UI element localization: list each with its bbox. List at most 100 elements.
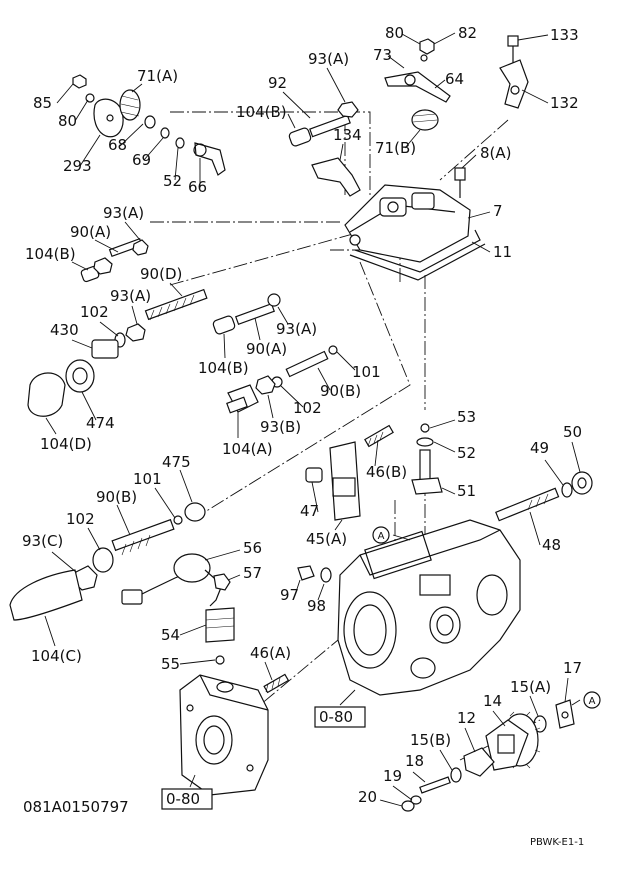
part-label-430: 430 — [50, 321, 79, 339]
governor-cover — [344, 167, 486, 281]
part-label-48: 48 — [542, 536, 561, 554]
part-label-8a: 8(A) — [480, 144, 512, 162]
part-label-104b-3: 104(B) — [198, 359, 249, 377]
part-label-97: 97 — [280, 586, 299, 604]
governor-lever-cluster — [72, 74, 226, 176]
part-label-93b: 93(B) — [260, 418, 301, 436]
reference-marker-label: A — [378, 531, 385, 542]
part-label-101-2: 101 — [133, 470, 162, 488]
reference-box-frame — [314, 706, 366, 728]
part-label-45a: 45(A) — [306, 530, 347, 548]
part-label-68: 68 — [108, 136, 127, 154]
part-label-93a-3: 93(A) — [110, 287, 151, 305]
reference-box-label: 0-80 — [166, 790, 200, 808]
part-label-56: 56 — [243, 539, 262, 557]
plug-cluster — [297, 565, 332, 583]
bracket-cluster — [305, 424, 394, 521]
lower-left-screw-cluster — [9, 502, 206, 621]
part-label-69: 69 — [132, 151, 151, 169]
part-label-90b-1: 90(B) — [320, 382, 361, 400]
part-label-12: 12 — [457, 709, 476, 727]
part-label-73: 73 — [373, 46, 392, 64]
part-label-293: 293 — [63, 157, 92, 175]
part-label-98: 98 — [307, 597, 326, 615]
part-label-51: 51 — [457, 482, 476, 500]
part-label-101-1: 101 — [352, 363, 381, 381]
part-label-80-top: 80 — [385, 24, 404, 42]
part-label-104c: 104(C) — [31, 647, 82, 665]
page-code: PBWK-E1-1 — [530, 837, 584, 848]
part-label-71b: 71(B) — [375, 139, 416, 157]
part-label-102-3: 102 — [66, 510, 95, 528]
part-label-54: 54 — [161, 626, 180, 644]
part-label-82: 82 — [458, 24, 477, 42]
part-label-93a-4: 93(A) — [276, 320, 317, 338]
max-speed-screw-cluster — [226, 345, 338, 414]
part-label-52-mid: 52 — [457, 444, 476, 462]
part-label-11: 11 — [493, 243, 512, 261]
reference-marker-label: A — [589, 696, 596, 707]
part-label-104b-1: 104(B) — [236, 103, 287, 121]
middle-screw-cluster — [212, 293, 281, 335]
leader-lines — [44, 32, 581, 807]
idle-screw-cluster — [288, 101, 361, 197]
part-label-475: 475 — [162, 453, 191, 471]
part-label-90b-2: 90(B) — [96, 488, 137, 506]
part-label-134: 134 — [333, 126, 362, 144]
part-label-104d: 104(D) — [40, 435, 92, 453]
shaft-cluster-right — [411, 423, 443, 495]
part-label-90d: 90(D) — [140, 265, 182, 283]
timer-cluster — [401, 699, 575, 812]
adjust-screw-upper-left — [80, 237, 149, 283]
reference-marker-circle — [372, 526, 390, 544]
hydraulic-block — [179, 674, 269, 796]
part-label-104b-2: 104(B) — [25, 245, 76, 263]
part-label-132: 132 — [550, 94, 579, 112]
assembly-reference-boxes: 0-80 0-80 — [161, 706, 366, 810]
part-label-85: 85 — [33, 94, 52, 112]
part-label-64: 64 — [445, 70, 464, 88]
part-label-55: 55 — [161, 655, 180, 673]
pump-housing — [337, 519, 521, 696]
part-label-18: 18 — [405, 752, 424, 770]
part-label-66: 66 — [188, 178, 207, 196]
part-label-46b: 46(B) — [366, 463, 407, 481]
reference-markers: AA — [372, 526, 601, 709]
part-label-52-top: 52 — [163, 172, 182, 190]
part-label-19: 19 — [383, 767, 402, 785]
part-label-14: 14 — [483, 692, 502, 710]
part-label-7: 7 — [493, 202, 503, 220]
reference-box-label: 0-80 — [319, 708, 353, 726]
spring-46a — [263, 673, 290, 694]
stop-screw-cluster — [27, 288, 208, 417]
part-label-17: 17 — [563, 659, 582, 677]
part-label-15a: 15(A) — [510, 678, 551, 696]
part-label-104a: 104(A) — [222, 440, 273, 458]
solenoid-cluster — [121, 553, 235, 665]
part-label-46a: 46(A) — [250, 644, 291, 662]
control-shaft-cluster — [495, 471, 593, 522]
part-label-93a-1: 93(A) — [308, 50, 349, 68]
part-label-80-left: 80 — [58, 112, 77, 130]
part-label-90a-1: 90(A) — [70, 223, 111, 241]
part-label-20: 20 — [358, 788, 377, 806]
part-label-93a-2: 93(A) — [103, 204, 144, 222]
part-label-102-1: 102 — [80, 303, 109, 321]
part-label-53: 53 — [457, 408, 476, 426]
part-label-90a-2: 90(A) — [246, 340, 287, 358]
part-label-47: 47 — [300, 502, 319, 520]
part-label-102-2: 102 — [293, 399, 322, 417]
part-number-labels: 80 82 133 73 64 132 93(A) 71(A) 85 80 92 104(B) 134 7… — [22, 24, 582, 816]
part-label-49: 49 — [530, 439, 549, 457]
part-label-474: 474 — [86, 414, 115, 432]
part-label-57: 57 — [243, 564, 262, 582]
part-label-133: 133 — [550, 26, 579, 44]
reference-box-frame — [161, 788, 213, 810]
part-label-50: 50 — [563, 423, 582, 441]
part-label-71a: 71(A) — [137, 67, 178, 85]
drawing-number: 081A0150797 — [23, 798, 129, 816]
part-label-92: 92 — [268, 74, 287, 92]
part-label-15b: 15(B) — [410, 731, 451, 749]
reference-marker-circle — [583, 691, 601, 709]
